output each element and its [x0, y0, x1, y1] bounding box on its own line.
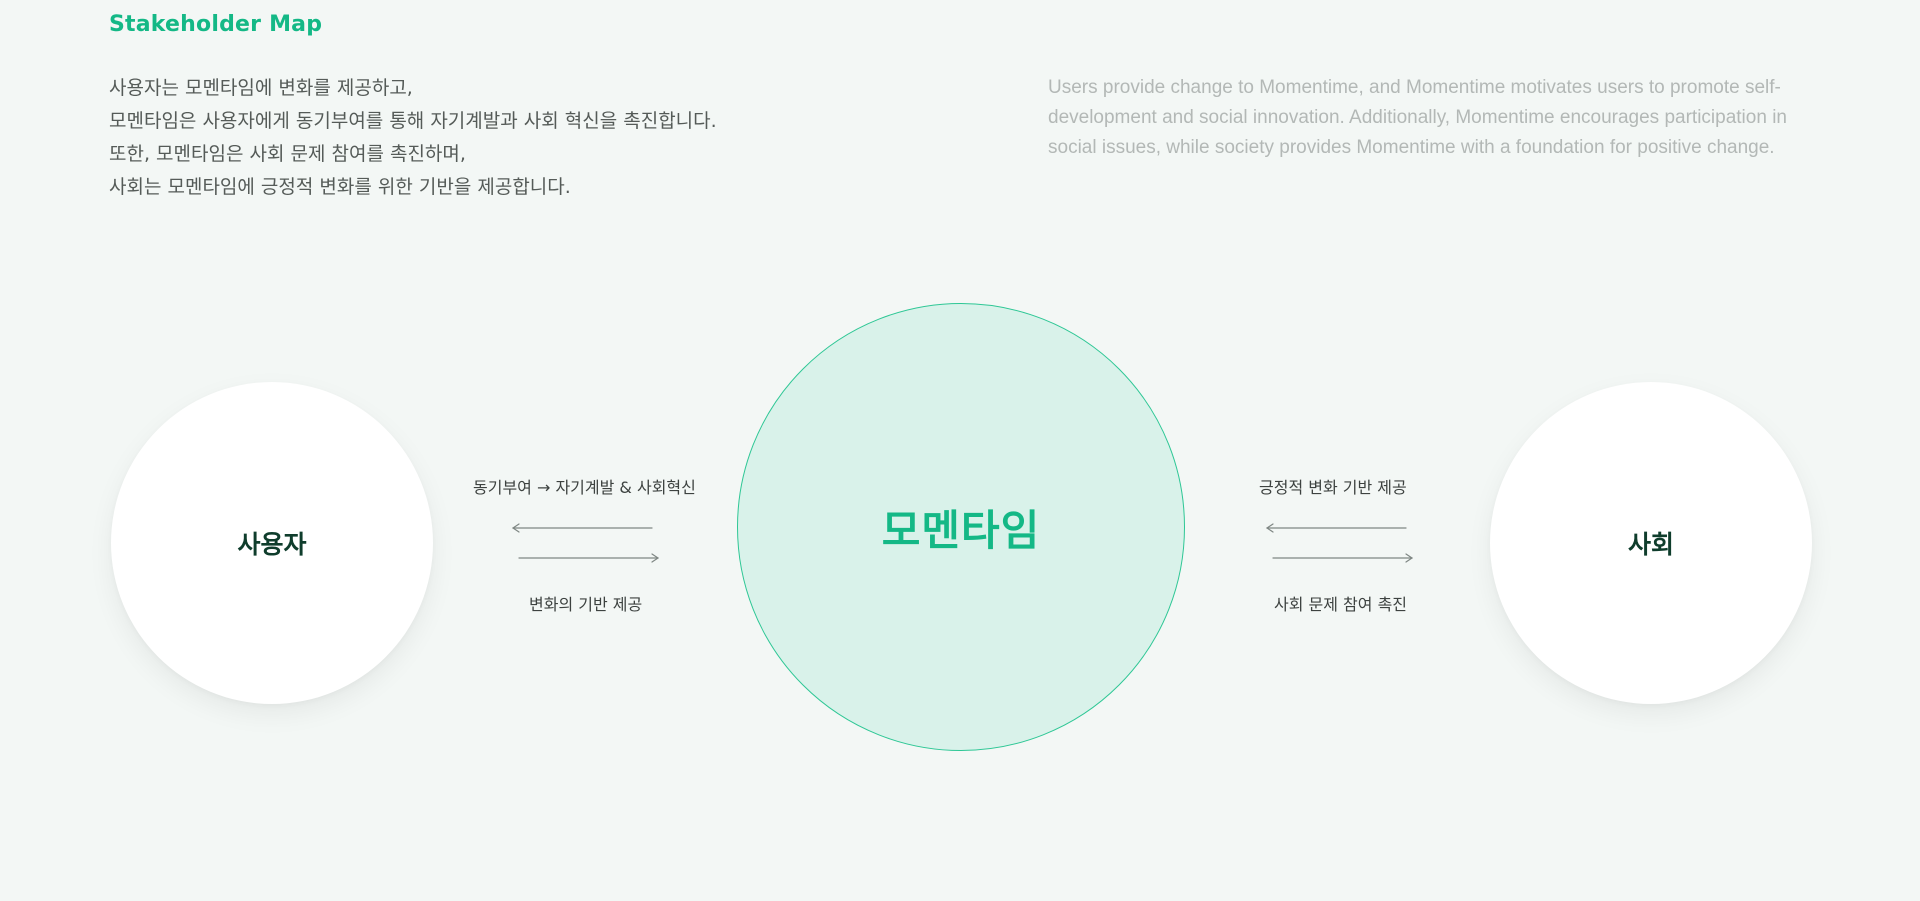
- node-user: 사용자: [111, 382, 433, 704]
- node-user-label: 사용자: [237, 530, 307, 559]
- description-korean-line: 사용자는 모멘타임에 변화를 제공하고,: [109, 77, 413, 99]
- arrow-society-to-center: [1265, 523, 1407, 533]
- arrow-center-to-user: [511, 523, 653, 533]
- node-society-label: 사회: [1627, 530, 1674, 559]
- edge-label-society-to-center: 긍정적 변화 기반 제공: [1259, 478, 1407, 497]
- node-momentime: 모멘타임: [737, 303, 1185, 751]
- page-title: Stakeholder Map: [109, 12, 323, 37]
- description-korean-line: 모멘타임은 사용자에게 동기부여를 통해 자기계발과 사회 혁신을 촉진합니다.: [109, 110, 717, 132]
- arrow-user-to-center: [518, 553, 660, 563]
- description-english: Users provide change to Momentime, and M…: [1048, 77, 1787, 158]
- description-korean-line: 사회는 모멘타임에 긍정적 변화를 위한 기반을 제공합니다.: [109, 176, 571, 198]
- edge-label-center-to-society: 사회 문제 참여 촉진: [1274, 595, 1408, 614]
- edge-label-center-to-user: 동기부여 → 자기계발 & 사회혁신: [473, 478, 696, 497]
- node-society: 사회: [1490, 382, 1812, 704]
- node-momentime-label: 모멘타임: [881, 505, 1041, 555]
- arrow-center-to-society: [1272, 553, 1414, 563]
- description-korean: 사용자는 모멘타임에 변화를 제공하고, 모멘타임은 사용자에게 동기부여를 통…: [109, 72, 717, 204]
- description-korean-line: 또한, 모멘타임은 사회 문제 참여를 촉진하며,: [109, 143, 466, 165]
- edge-label-user-to-center: 변화의 기반 제공: [529, 595, 643, 614]
